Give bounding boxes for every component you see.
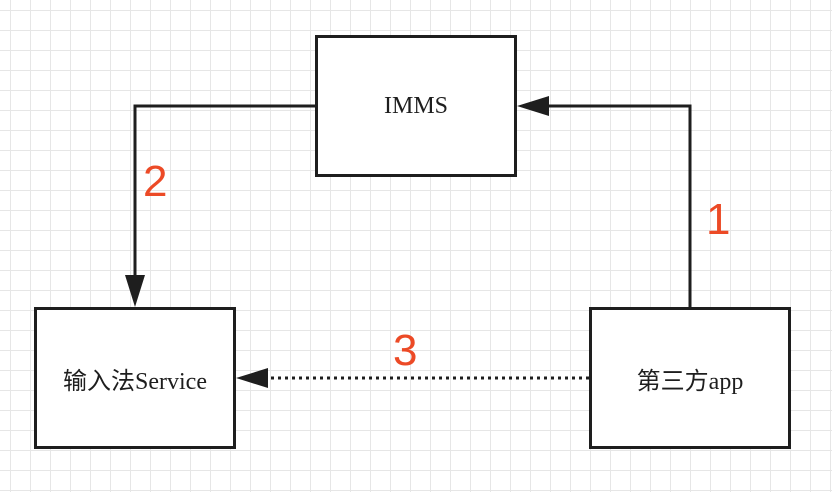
step-label-3: 3	[393, 326, 418, 375]
third-party-app-node: 第三方app	[589, 307, 791, 449]
arrowhead-imms-to-input-service	[125, 275, 145, 307]
step-label-1: 1	[706, 195, 731, 244]
arrow-imms-to-input-service	[133, 104, 315, 277]
imms-node: IMMS	[315, 35, 517, 177]
third-party-app-node-label: 第三方app	[636, 368, 744, 395]
step-label-2: 2	[143, 157, 168, 206]
arrowhead-app-to-input-service	[236, 368, 268, 388]
imms-node-label: IMMS	[383, 92, 449, 119]
arrow-app-to-imms	[547, 104, 692, 307]
input-method-service-node-label: 输入法Service	[63, 368, 207, 395]
input-method-service-node: 输入法Service	[34, 307, 236, 449]
arrowhead-app-to-imms	[517, 96, 549, 116]
